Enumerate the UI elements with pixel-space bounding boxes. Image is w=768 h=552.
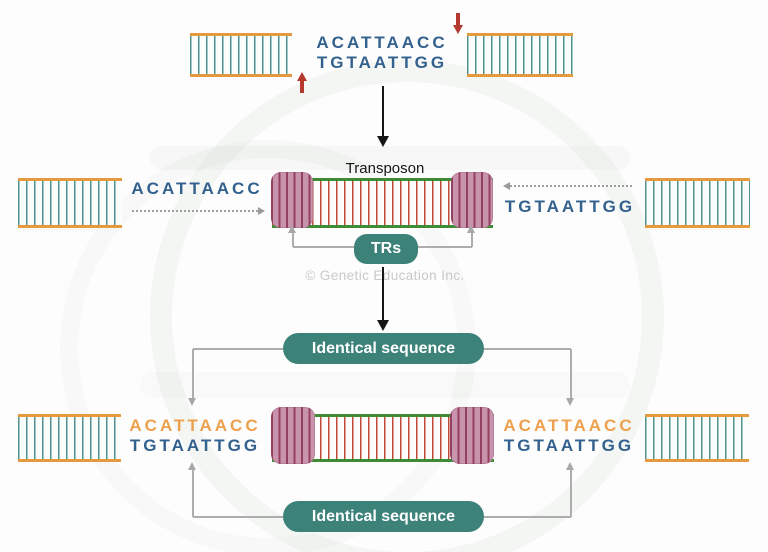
- callout-connector-arrow-icon: [566, 462, 574, 470]
- terminal-repeat-right: [450, 407, 494, 464]
- duplicated-top-strand-sequence: ACATTAACC: [503, 416, 635, 435]
- connector-line: [192, 349, 194, 399]
- identical-sequence-badge-top: Identical sequence: [283, 333, 484, 364]
- callout-connector-arrow-icon: [467, 225, 475, 233]
- strand-shift-arrowhead-icon: [503, 182, 510, 190]
- terminal-repeat-left: [271, 172, 313, 228]
- background-band: [140, 372, 630, 398]
- dna-ladder: [467, 33, 573, 77]
- terminal-repeat-left: [271, 407, 315, 464]
- bottom-strand-sequence: TGTAATTGG: [504, 197, 636, 216]
- duplicated-top-strand-sequence: ACATTAACC: [129, 416, 261, 435]
- connector-line: [193, 348, 283, 350]
- connector-line: [292, 232, 294, 247]
- connector-line: [192, 470, 194, 517]
- connector-line: [484, 516, 571, 518]
- callout-connector-arrow-icon: [566, 398, 574, 406]
- dna-ladder: [190, 33, 292, 77]
- connector-line: [418, 246, 472, 248]
- callout-connector-arrow-icon: [288, 225, 296, 233]
- connector-line: [293, 246, 354, 248]
- strand-shift-arrow-right-icon: [132, 210, 258, 212]
- callout-connector-arrow-icon: [188, 462, 196, 470]
- strand-shift-arrowhead-icon: [258, 207, 265, 215]
- strand-shift-arrow-left-icon: [510, 185, 632, 187]
- background-helix-watermark: [150, 60, 664, 552]
- connector-line: [570, 470, 572, 517]
- process-step-arrow-icon: [377, 267, 389, 331]
- duplicated-bottom-strand-sequence: TGTAATTGG: [129, 436, 261, 455]
- connector-line: [193, 516, 283, 518]
- connector-line: [570, 349, 572, 399]
- identical-sequence-badge-bottom: Identical sequence: [283, 501, 484, 532]
- nick-site-arrow-up-icon: [297, 72, 307, 93]
- top-strand-sequence: ACATTAACC: [316, 33, 448, 52]
- top-strand-sequence: ACATTAACC: [131, 179, 263, 198]
- dna-ladder: [645, 178, 750, 228]
- bottom-strand-sequence: TGTAATTGG: [316, 53, 448, 72]
- duplicated-bottom-strand-sequence: TGTAATTGG: [503, 436, 635, 455]
- terminal-repeat-right: [451, 172, 493, 228]
- watermark-text: © Genetic Education Inc.: [305, 268, 465, 283]
- process-step-arrow-icon: [377, 86, 389, 147]
- dna-ladder: [18, 414, 121, 462]
- connector-line: [484, 348, 571, 350]
- trs-badge: TRs: [354, 234, 418, 264]
- transposon-label: Transposon: [345, 160, 425, 177]
- connector-line: [471, 232, 473, 247]
- dna-ladder: [645, 414, 749, 462]
- nick-site-arrow-down-icon: [453, 13, 463, 34]
- callout-connector-arrow-icon: [188, 398, 196, 406]
- dna-ladder: [18, 178, 122, 228]
